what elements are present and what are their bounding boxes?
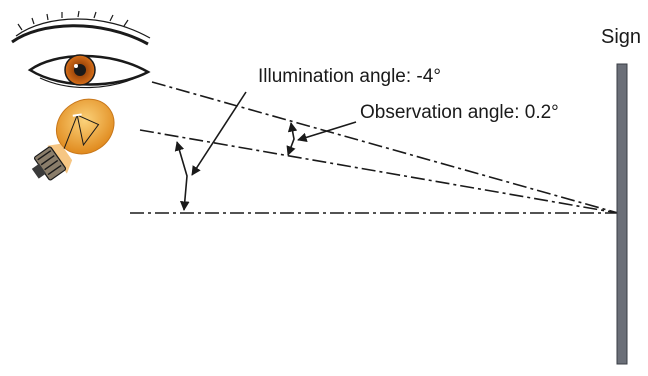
illumination-label-pointer bbox=[192, 92, 246, 175]
eye-icon bbox=[12, 11, 150, 88]
light-bulb-icon bbox=[15, 88, 126, 188]
illumination-angle-arc bbox=[177, 142, 187, 210]
observation-angle-arc bbox=[288, 123, 294, 155]
illumination-angle-label: Illumination angle: -4° bbox=[258, 66, 441, 87]
observation-angle-label: Observation angle: 0.2° bbox=[360, 102, 559, 123]
sign-label: Sign bbox=[601, 26, 641, 48]
sign-panel bbox=[617, 64, 627, 364]
illumination-ray bbox=[140, 130, 618, 213]
